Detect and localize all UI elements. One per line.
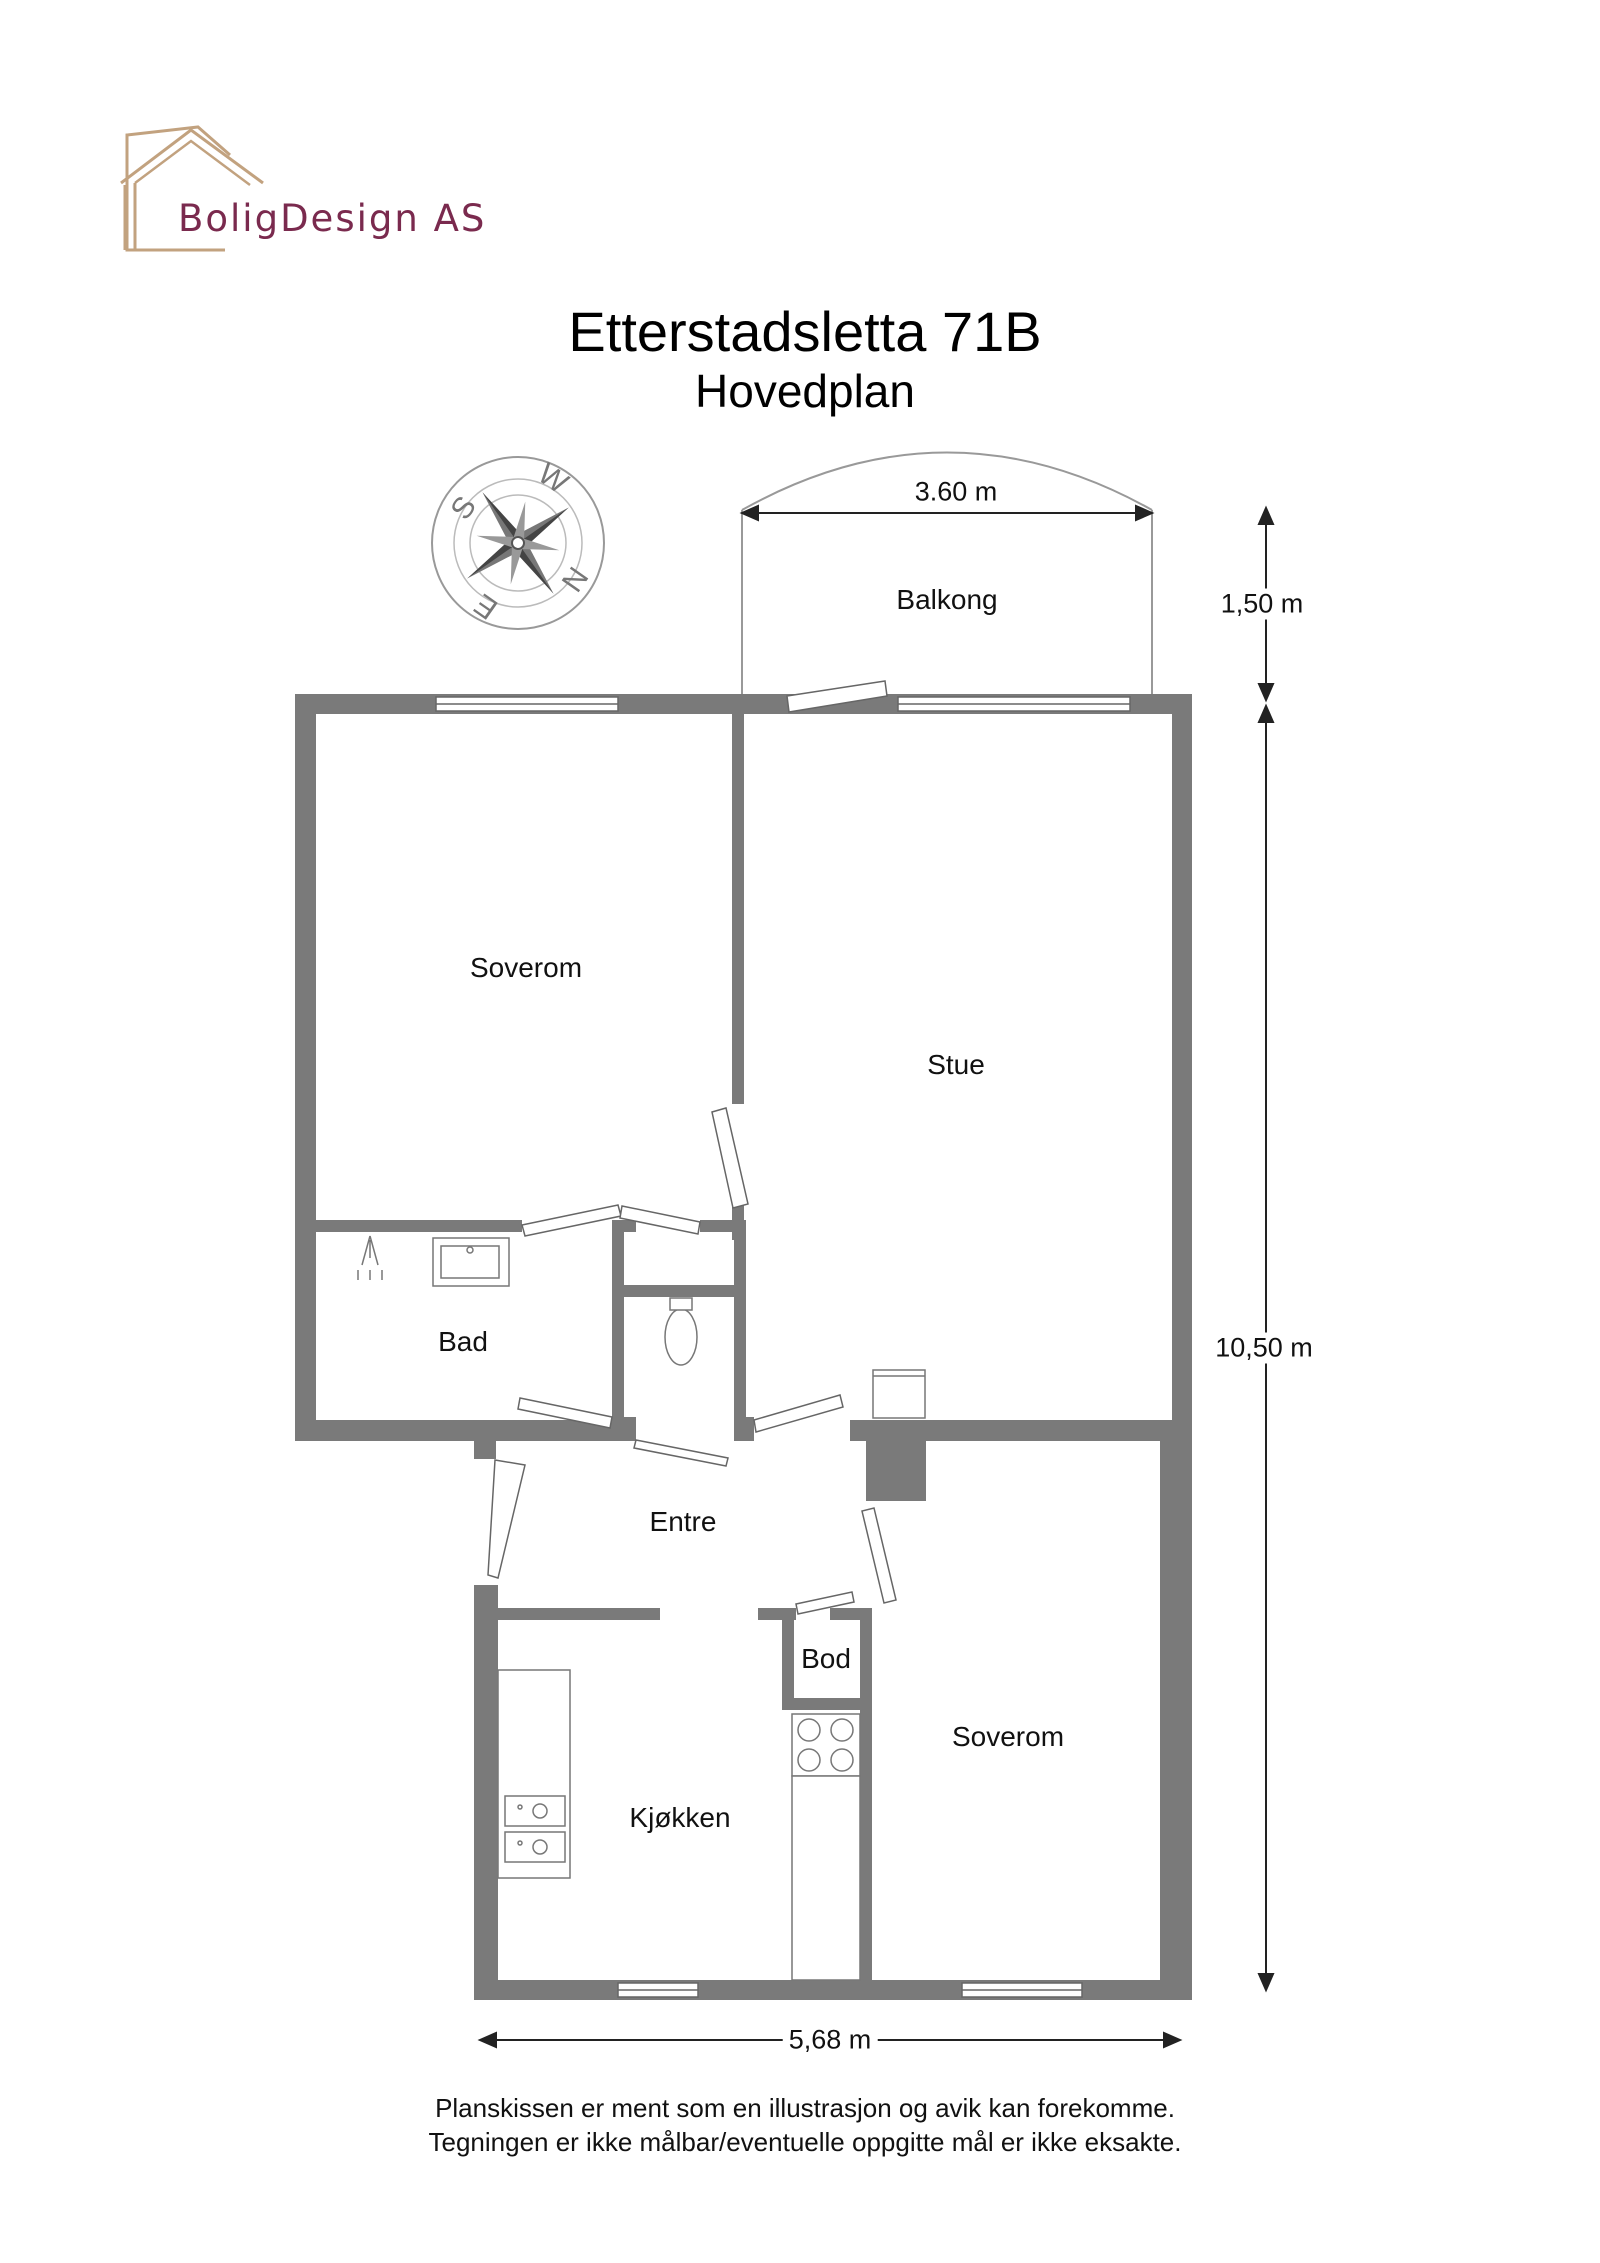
room-label-storage: Bod <box>801 1643 851 1674</box>
dimension-lines <box>477 504 1275 2049</box>
dim-label-total-width: 5,68 m <box>782 2024 878 2056</box>
disclaimer-line-1: Planskissen er ment som en illustrasjon … <box>435 2093 1175 2123</box>
house-logo-icon <box>120 125 264 252</box>
windows <box>435 696 1131 1998</box>
page-title: Etterstadsletta 71B <box>568 300 1042 363</box>
dim-label-balcony-depth: 1,50 m <box>1214 588 1310 620</box>
walls <box>295 694 1192 2000</box>
page-subtitle: Hovedplan <box>695 365 915 417</box>
doors <box>487 680 897 1615</box>
balcony-outline <box>741 451 1153 694</box>
company-name: BoligDesign AS <box>178 197 487 240</box>
fixtures <box>357 1235 926 1981</box>
compass-icon <box>431 456 605 630</box>
dim-label-balcony-width: 3.60 m <box>908 476 1004 508</box>
room-label-bedroom-top: Soverom <box>469 952 583 983</box>
room-label-kitchen: Kjøkken <box>629 1802 731 1833</box>
room-label-living: Stue <box>927 1049 985 1080</box>
room-label-balcony: Balkong <box>896 584 998 615</box>
dim-label-total-depth: 10,50 m <box>1209 1332 1319 1364</box>
room-label-bath: Bad <box>438 1326 488 1357</box>
company-logo: BoligDesign AS <box>75 75 545 300</box>
room-label-entry: Entre <box>649 1506 717 1537</box>
disclaimer-line-2: Tegningen er ikke målbar/eventuelle oppg… <box>428 2127 1182 2157</box>
room-label-bedroom-bottom: Soverom <box>951 1721 1065 1752</box>
